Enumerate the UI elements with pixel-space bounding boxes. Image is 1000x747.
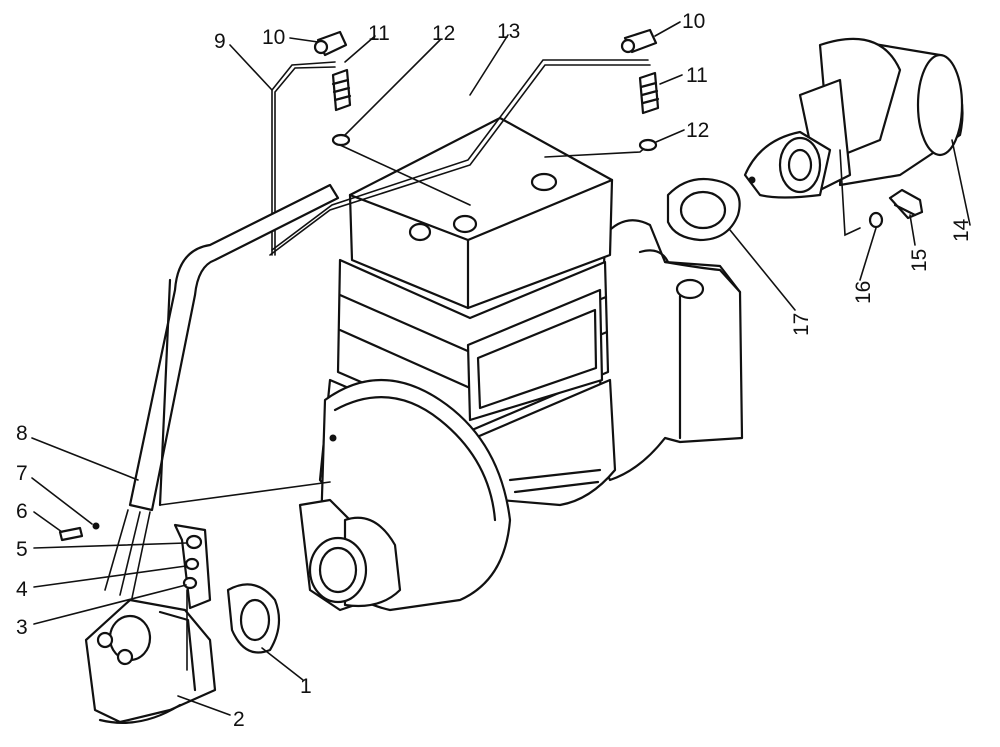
callout-3: 3 xyxy=(16,616,28,639)
fuel-pump xyxy=(84,598,217,724)
callout-17: 17 xyxy=(790,313,813,336)
callout-4: 4 xyxy=(16,578,28,601)
gasket-17 xyxy=(666,177,741,242)
callout-5: 5 xyxy=(16,538,28,561)
gasket-1 xyxy=(226,583,281,654)
callout-7: 7 xyxy=(16,462,28,485)
engine-assembly xyxy=(298,116,744,612)
callout-10-left: 10 xyxy=(262,26,285,49)
callout-10-right: 10 xyxy=(682,10,705,33)
injector-right-assembly xyxy=(620,28,660,152)
mounting-bracket xyxy=(173,523,212,671)
bolt-15 xyxy=(888,188,924,220)
washer-16 xyxy=(868,211,884,229)
callout-16: 16 xyxy=(852,281,875,304)
callout-13: 13 xyxy=(497,20,520,43)
callout-15: 15 xyxy=(908,249,931,272)
callout-8: 8 xyxy=(16,422,28,445)
starter-motor xyxy=(743,37,964,237)
callout-1: 1 xyxy=(300,675,312,698)
leader-lines xyxy=(31,21,971,716)
callout-9: 9 xyxy=(214,30,226,53)
callout-11-right: 11 xyxy=(686,64,708,87)
fuel-pipe-network xyxy=(104,59,651,599)
callout-14: 14 xyxy=(950,218,973,242)
injector-left-assembly xyxy=(313,30,352,147)
callout-6: 6 xyxy=(16,500,28,523)
callout-2: 2 xyxy=(233,708,245,731)
callout-12-right: 12 xyxy=(686,119,709,142)
screw-6 xyxy=(58,526,84,542)
washer-7 xyxy=(92,522,100,530)
callout-labels: 1 2 3 4 5 6 7 8 9 10 10 11 11 12 12 13 1… xyxy=(16,10,973,731)
callout-12-left: 12 xyxy=(432,22,455,45)
callout-11-left: 11 xyxy=(368,22,390,45)
